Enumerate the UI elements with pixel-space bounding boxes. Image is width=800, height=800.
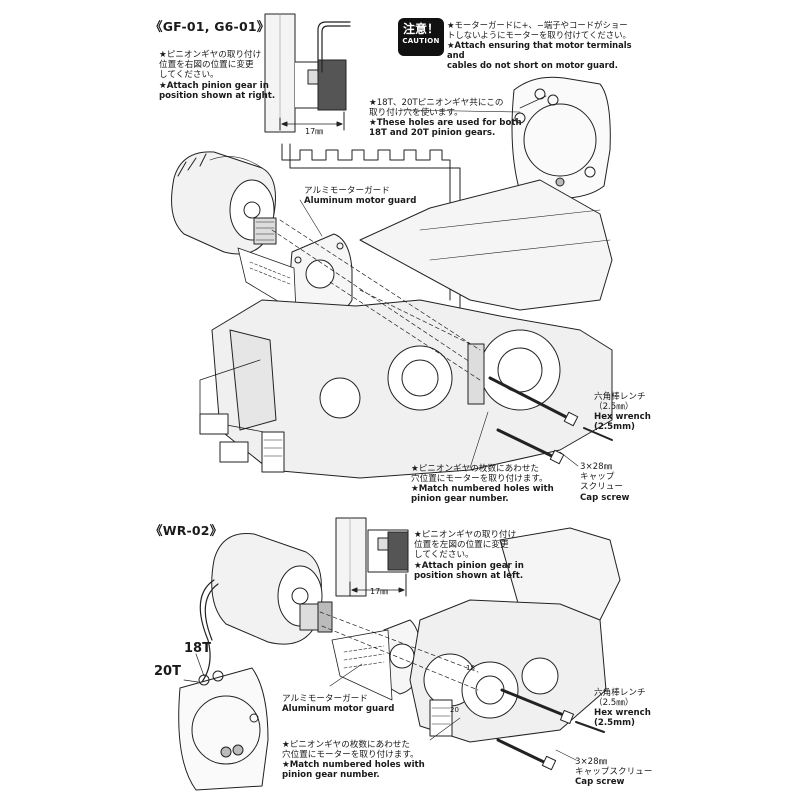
wr-pinion-note-jp: ★ピニオンギヤの取り付け 位置を左図の位置に変更 してください。 <box>414 530 517 561</box>
wr-dimension-label: 17㎜ <box>370 587 389 596</box>
caution-badge: 注意！ CAUTION <box>398 18 444 56</box>
caution-text: ★モーターガードに+、−端子やコードがショー トしないようにモーターを取り付けて… <box>447 20 647 70</box>
wr-hole-diagram <box>178 653 269 791</box>
gf-match-note-jp: ★ピニオンギヤの枚数にあわせた 穴位置にモーターを取り付けます。 <box>411 464 548 485</box>
wr-hex-wrench-en: Hex wrench (2.5mm) <box>594 708 651 729</box>
gf-guard-label-en: Aluminum motor guard <box>304 196 417 206</box>
wr-20t-label: 20T <box>154 664 181 679</box>
gf-dimension-label: 17㎜ <box>305 127 324 136</box>
wr-18t-label: 18T <box>184 641 211 656</box>
wr-chassis <box>319 527 621 743</box>
wr-pinion-position-inset <box>335 517 409 597</box>
caution-title-en: CAUTION <box>402 37 440 45</box>
wr-pinion-note-en: ★Attach pinion gear in position shown at… <box>414 561 524 582</box>
gf-chassis <box>199 179 613 479</box>
gf-motor-guard <box>237 233 353 317</box>
wr-cap-screw-en: Cap screw <box>575 777 625 787</box>
gf-output-shafts <box>199 413 285 473</box>
wr-match-note-jp: ★ピニオンギヤの枚数にあわせた 穴位置にモーターを取り付けます。 <box>282 740 419 761</box>
caution-title-jp: 注意！ <box>402 22 439 36</box>
caution-text-en: ★Attach ensuring that motor terminals an… <box>447 40 632 70</box>
gf-cap-screw-jp: 3×28㎜ キャップ スクリュー <box>580 462 623 493</box>
caution-text-jp: ★モーターガードに+、−端子やコードがショー トしないようにモーターを取り付けて… <box>447 20 631 40</box>
wr-guard-label-en: Aluminum motor guard <box>282 704 395 714</box>
wr-section-header: 《WR-02》 <box>150 523 223 538</box>
wr-motor-guard <box>331 619 423 701</box>
gf-hole-diagram <box>511 76 611 199</box>
wr-match-note-en: ★Match numbered holes with pinion gear n… <box>282 760 425 781</box>
wr-cap-screws <box>496 688 605 771</box>
gf-cap-screw-en: Cap screw <box>580 493 630 503</box>
gf-pinion-note-en: ★Attach pinion gear in position shown at… <box>159 81 276 102</box>
gf-pinion-note-jp: ★ピニオンギヤの取り付け 位置を右図の位置に変更 してください。 <box>159 50 262 81</box>
gf-motor <box>171 151 277 255</box>
wr-gear-mark-20: 20 <box>450 706 459 714</box>
gf-pinion-position-inset <box>264 13 351 133</box>
wr-hex-wrench-jp: 六角棒レンチ （2.5㎜） <box>594 688 646 709</box>
wr-cap-screw-jp: 3×28㎜ キャップスクリュー <box>575 757 653 778</box>
wr-motor <box>179 533 333 701</box>
wr-leader-lines <box>329 663 577 761</box>
gf-section-header: 《GF-01, G6-01》 <box>150 19 270 34</box>
gf-match-note-en: ★Match numbered holes with pinion gear n… <box>411 484 554 505</box>
gf-guard-label-jp: アルミモーターガード <box>304 186 390 196</box>
wr-guard-label-jp: アルミモーターガード <box>282 694 368 704</box>
gf-leader-lines <box>299 109 579 469</box>
gf-hex-wrench-en: Hex wrench (2.5mm) <box>594 412 651 433</box>
gf-cap-screws <box>488 376 613 465</box>
gf-holes-note-en: ★These holes are used for both 18T and 2… <box>369 118 522 139</box>
gf-hex-wrench-jp: 六角棒レンチ （2.5㎜） <box>594 392 646 413</box>
gf-holes-note-jp: ★18T、20Tピニオンギヤ共にこの 取り付け穴を使います。 <box>369 98 504 119</box>
wr-gear-mark-18: 18 <box>466 664 475 672</box>
